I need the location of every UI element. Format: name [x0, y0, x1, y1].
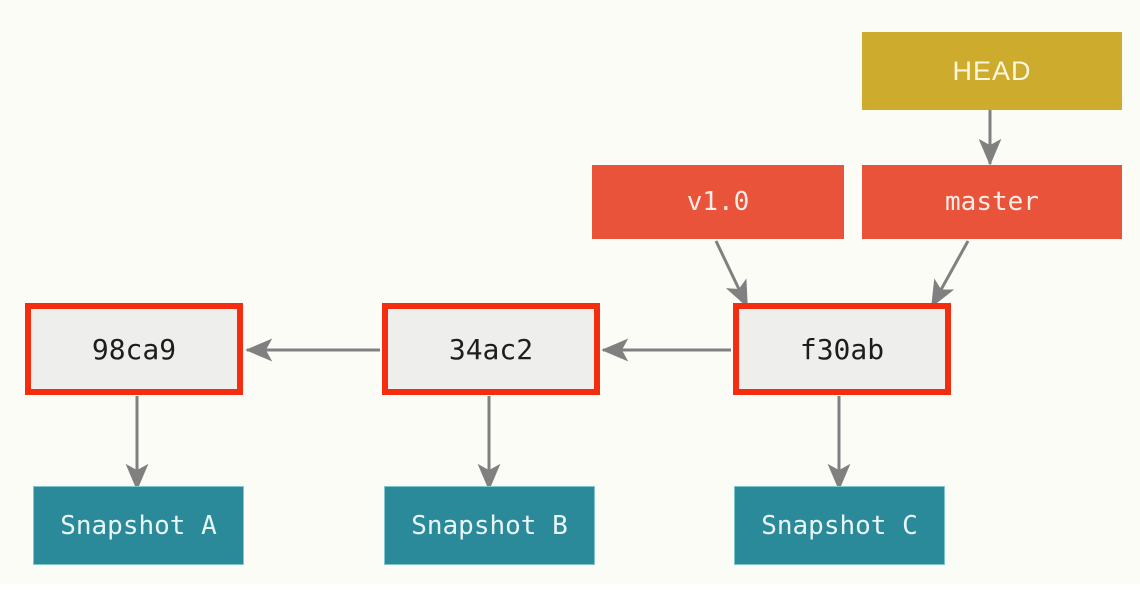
bottom-margin-strip [0, 584, 1140, 598]
snapshot-label: Snapshot B [411, 510, 568, 541]
tag-label: v1.0 [686, 187, 750, 217]
snapshot-label: Snapshot A [60, 510, 217, 541]
branch-box-master[interactable]: master [862, 165, 1122, 239]
head-pointer-box[interactable]: HEAD [862, 32, 1122, 110]
head-pointer-label: HEAD [952, 55, 1032, 86]
commit-box-f30ab[interactable]: f30ab [733, 303, 951, 395]
snapshot-box-b[interactable]: Snapshot B [385, 487, 594, 564]
snapshot-box-c[interactable]: Snapshot C [735, 487, 944, 564]
commit-box-34ac2[interactable]: 34ac2 [382, 303, 600, 395]
edge-master-to-f30ab [930, 240, 970, 308]
edge-tag-to-f30ab [714, 240, 749, 308]
commit-label: 34ac2 [448, 332, 534, 366]
commit-label: 98ca9 [91, 332, 177, 366]
commit-label: f30ab [799, 332, 885, 366]
snapshot-label: Snapshot C [761, 510, 918, 541]
commit-box-98ca9[interactable]: 98ca9 [25, 303, 243, 395]
tag-box-v1-0[interactable]: v1.0 [592, 165, 844, 239]
snapshot-box-a[interactable]: Snapshot A [34, 487, 243, 564]
branch-label: master [945, 187, 1039, 217]
